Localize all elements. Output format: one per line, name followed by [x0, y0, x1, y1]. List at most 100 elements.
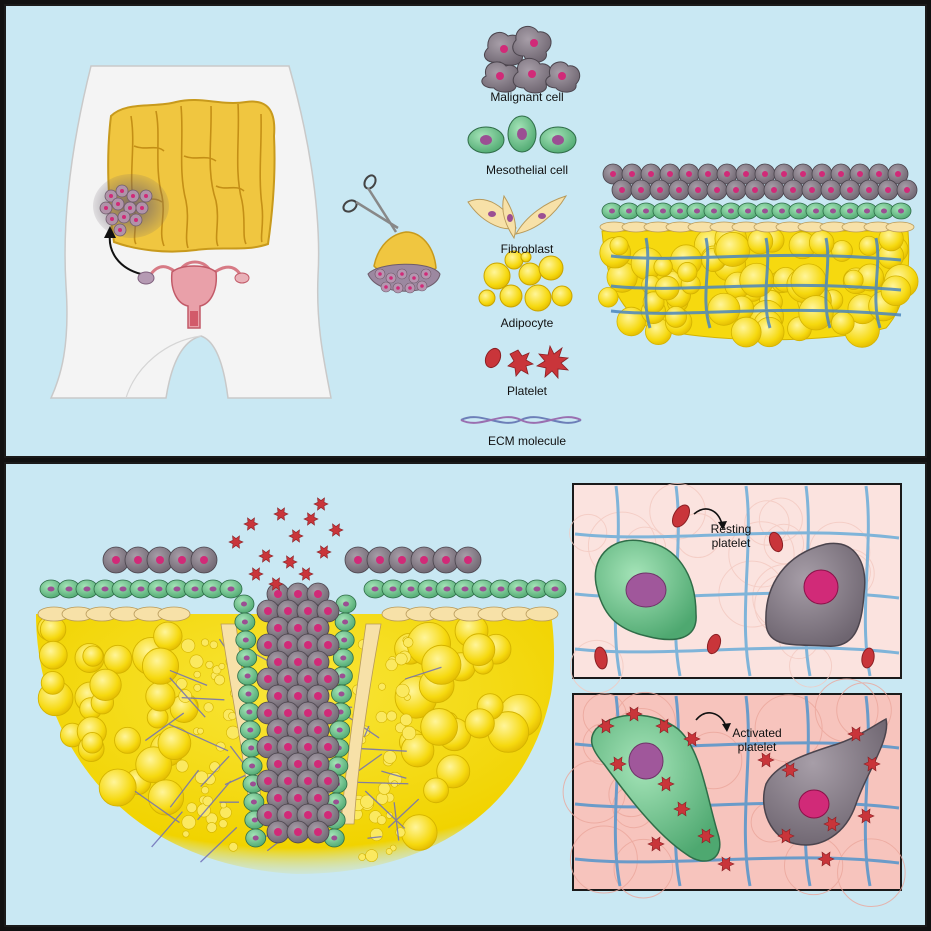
- mesothelial-nucleus: [333, 799, 340, 805]
- malignant-nucleus: [304, 743, 312, 751]
- mesothelial-nucleus: [65, 586, 73, 592]
- ecm-fiber: [367, 835, 382, 839]
- malignant-nucleus: [284, 811, 292, 819]
- activated-platelet: [655, 718, 673, 734]
- malignant-nucleus: [304, 641, 312, 649]
- mesothelial-nucleus: [830, 208, 836, 214]
- activated-platelet: [857, 808, 875, 824]
- callout-activated-platelet: Activated platelet: [720, 726, 794, 754]
- mesothelial-nucleus: [246, 709, 253, 715]
- malignant-nucleus: [686, 171, 692, 177]
- activated-platelet: [647, 836, 665, 852]
- mesothelial-nucleus: [497, 586, 505, 592]
- adipocyte: [843, 269, 864, 290]
- mesothelial-nucleus: [479, 586, 487, 592]
- malignant-nucleus: [866, 187, 872, 193]
- small-adipocyte: [376, 815, 387, 825]
- callout-resting-line2: platelet: [711, 536, 751, 550]
- activated-platelet: [313, 497, 329, 511]
- small-adipocyte: [218, 819, 228, 829]
- malignant-nucleus: [294, 590, 302, 598]
- activated-platelet: [328, 523, 344, 537]
- scissors-icon: [342, 174, 399, 233]
- malignant-nucleus: [264, 675, 272, 683]
- malignant-nucleus: [304, 607, 312, 615]
- ecm-fiber: [574, 531, 900, 540]
- fibroblast: [525, 606, 559, 622]
- omentum-biopsy: [367, 231, 441, 294]
- adipocyte: [103, 644, 133, 674]
- mesothelial-nucleus: [643, 208, 649, 214]
- malignant-nucleus: [324, 675, 332, 683]
- adipocyte: [598, 287, 619, 308]
- ecm-fiber: [704, 237, 712, 329]
- small-adipocyte: [181, 815, 196, 830]
- mesothelial-nucleus: [173, 586, 181, 592]
- adipocyte: [135, 746, 173, 784]
- mesothelial-nucleus: [331, 835, 338, 841]
- adipocyte: [98, 768, 137, 807]
- ecm-fiber: [200, 755, 230, 788]
- small-adipocyte: [189, 654, 204, 669]
- activated-platelet: [847, 726, 865, 742]
- legend-adipocyte-icon: [478, 250, 573, 312]
- mesothelial-nucleus: [339, 673, 346, 679]
- malignant-nucleus: [324, 743, 332, 751]
- legend-label-ecm-molecule: ECM molecule: [487, 434, 567, 448]
- malignant-nucleus: [724, 171, 730, 177]
- adipocyte: [747, 228, 774, 255]
- mesothelial-nucleus: [881, 208, 887, 214]
- mesothelial-nucleus: [340, 655, 347, 661]
- malignant-nucleus: [264, 777, 272, 785]
- adipocyte: [400, 814, 438, 851]
- adipocyte: [665, 305, 687, 328]
- mesothelial-nucleus: [779, 208, 785, 214]
- malignant-nucleus: [838, 171, 844, 177]
- malignant-nucleus: [274, 828, 282, 836]
- small-adipocyte: [370, 828, 384, 842]
- activated-platelet: [288, 529, 304, 543]
- small-adipocyte: [186, 802, 197, 813]
- malignant-nucleus: [781, 171, 787, 177]
- small-adipocyte: [194, 770, 209, 784]
- activated-platelet: [316, 545, 332, 559]
- adipocyte: [141, 647, 180, 685]
- small-adipocyte: [209, 640, 218, 649]
- mesothelial-nucleus: [551, 586, 559, 592]
- ecm-fiber: [144, 712, 185, 742]
- mesothelial-nucleus: [250, 799, 257, 805]
- mesothelial-nucleus: [660, 208, 666, 214]
- activated-platelet: [863, 756, 881, 772]
- legend-mesothelial-cell-icon: [467, 115, 577, 154]
- malignant-nucleus: [847, 187, 853, 193]
- malignant-nucleus: [274, 760, 282, 768]
- mesothelial-nucleus: [694, 208, 700, 214]
- ecm-fiber: [743, 485, 752, 677]
- callout-resting-platelet: Resting platelet: [696, 522, 766, 550]
- small-adipocyte: [214, 674, 225, 686]
- malignant-nucleus: [294, 794, 302, 802]
- malignant-nucleus: [274, 590, 282, 598]
- malignant-nucleus: [676, 187, 682, 193]
- malignant-nucleus: [264, 641, 272, 649]
- ecm-fiber: [610, 308, 902, 317]
- adipocyte: [609, 236, 629, 256]
- mesothelial-nucleus: [227, 586, 235, 592]
- adipocyte: [808, 230, 835, 256]
- invasion-tissue-bowl: [36, 497, 567, 874]
- background-adipocyte: [569, 825, 638, 894]
- background-adipocyte: [837, 838, 906, 908]
- malignant-nucleus: [733, 187, 739, 193]
- mesothelial-nucleus: [371, 586, 379, 592]
- mesothelial-nucleus: [342, 619, 349, 625]
- activated-platelet: [248, 567, 264, 581]
- malignant-nucleus: [752, 187, 758, 193]
- tissue-slab-illustration: [598, 163, 919, 348]
- malignant-nucleus: [304, 777, 312, 785]
- mesothelial-nucleus: [249, 763, 256, 769]
- mesothelial-nucleus: [864, 208, 870, 214]
- malignant-nucleus: [314, 692, 322, 700]
- mesothelial-nucleus: [137, 586, 145, 592]
- activated-platelet: [697, 828, 715, 844]
